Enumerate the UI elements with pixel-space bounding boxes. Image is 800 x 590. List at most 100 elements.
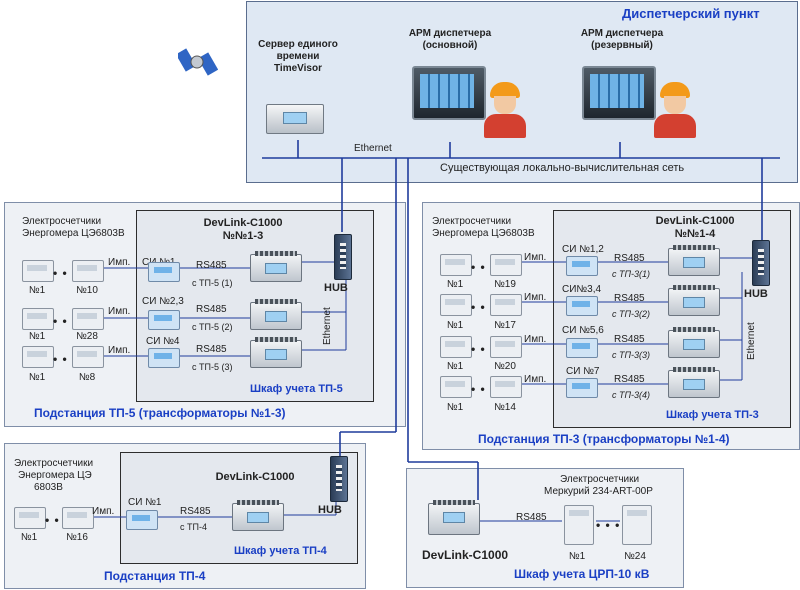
impulse-label: Имп. [108, 257, 131, 268]
si-label: СИ №1,2 [562, 244, 604, 255]
server-label-3: TimeVisor [274, 63, 322, 74]
si-label: СИ №4 [146, 336, 180, 347]
tp5-cabinet-label: Шкаф учета ТП-5 [250, 383, 343, 395]
meter-first: №1 [568, 551, 586, 562]
meter-first: №1 [446, 361, 464, 372]
meter-icon [490, 254, 522, 276]
ellipsis: • • • [53, 352, 78, 366]
line-source-label: с ТП-5 (1) [192, 278, 233, 288]
lan-label: Существующая локально-вычислительная сет… [440, 162, 685, 174]
tp3-ethernet-label: Ethernet [746, 322, 757, 360]
meter-first: №1 [28, 372, 46, 383]
tp4-cabinet-label: Шкаф учета ТП-4 [234, 545, 327, 557]
tp3-meters-title-2: Энергомера ЦЭ6803В [432, 228, 535, 239]
devlink-icon [668, 367, 720, 398]
devlink-icon [668, 285, 720, 316]
line-source-label: с ТП-3(1) [612, 269, 651, 279]
meter-last: №24 [624, 551, 646, 562]
impulse-label: Имп. [108, 345, 131, 356]
tp4-meters-title-1: Электросчетчики [14, 458, 94, 469]
devlink-icon [250, 251, 302, 282]
meter-icon [564, 505, 594, 545]
impulse-counter-icon [566, 378, 598, 398]
impulse-counter-icon [126, 510, 158, 530]
tp3-title: Подстанция ТП-3 (трансформаторы №1-4) [478, 432, 730, 446]
meter-first: №1 [28, 285, 46, 296]
arm-reserve-label-1: АРМ диспетчера [580, 28, 664, 39]
ellipsis: • • • [53, 266, 78, 280]
rs485-label: RS485 [196, 304, 227, 315]
line-source-label: с ТП-3(4) [612, 390, 651, 400]
arm-main-label-1: АРМ диспетчера [408, 28, 492, 39]
impulse-counter-icon [566, 338, 598, 358]
impulse-counter-icon [148, 310, 180, 330]
tp5-device-label-1: DevLink-C1000 [203, 217, 283, 229]
devlink-icon [668, 327, 720, 358]
meter-last: №20 [494, 361, 516, 372]
ellipsis: • • • [471, 300, 496, 314]
crp-meters-title-2: Меркурий 234-ART-00P [544, 486, 653, 497]
tp4-device-label: DevLink-C1000 [215, 471, 295, 483]
meter-icon [490, 336, 522, 358]
ellipsis: • • • [471, 382, 496, 396]
meter-icon [14, 507, 46, 529]
meter-last: №8 [78, 372, 96, 383]
meter-icon [490, 294, 522, 316]
rs485-label: RS485 [614, 253, 645, 264]
meter-first: №1 [20, 532, 38, 543]
tp5-title: Подстанция ТП-5 (трансформаторы №1-3) [34, 406, 286, 420]
meter-last: №17 [494, 320, 516, 331]
tp4-meters-title-3: 6803В [34, 482, 63, 493]
server-icon [266, 104, 324, 134]
devlink-icon [232, 500, 284, 531]
satellite-icon [175, 42, 219, 82]
rs485-label: RS485 [614, 334, 645, 345]
impulse-label: Имп. [108, 306, 131, 317]
dispatch-title: Диспетчерский пункт [622, 6, 760, 21]
meter-last: №28 [76, 331, 98, 342]
tp4-title: Подстанция ТП-4 [104, 569, 206, 583]
hub-icon [330, 456, 348, 502]
rs485-label: RS485 [614, 293, 645, 304]
meter-icon [72, 260, 104, 282]
meter-icon [22, 260, 54, 282]
tp3-hub-label: HUB [744, 288, 768, 300]
meter-icon [72, 346, 104, 368]
ellipsis: • • • [53, 314, 78, 328]
monitor-icon [412, 66, 486, 120]
operator-icon [482, 82, 528, 138]
meter-icon [22, 308, 54, 330]
meter-icon [440, 254, 472, 276]
tp5-hub-label: HUB [324, 282, 348, 294]
crp-meters-title-1: Электросчетчики [560, 474, 640, 485]
meter-last: №10 [76, 285, 98, 296]
meter-icon [22, 346, 54, 368]
line-source-label: с ТП-5 (3) [192, 362, 233, 372]
tp4-hub-label: HUB [318, 504, 342, 516]
tp5-meters-title-1: Электросчетчики [22, 216, 102, 227]
dispatch-panel [246, 1, 798, 183]
impulse-label: Имп. [524, 292, 547, 303]
meter-icon [72, 308, 104, 330]
si-label: СИ №7 [566, 366, 600, 377]
impulse-counter-icon [148, 262, 180, 282]
hub-icon [752, 240, 770, 286]
meter-icon [440, 294, 472, 316]
devlink-icon [250, 337, 302, 368]
ellipsis: • • • [596, 518, 621, 532]
server-label-2: времени [276, 51, 320, 62]
meter-icon [440, 376, 472, 398]
tp5-ethernet-label: Ethernet [322, 307, 333, 345]
rs485-label: RS485 [180, 506, 211, 517]
si-label: СИ№3,4 [562, 284, 602, 295]
meter-first: №1 [446, 402, 464, 413]
meter-icon [440, 336, 472, 358]
arm-reserve-label-2: (резервный) [591, 40, 653, 51]
meter-icon [490, 376, 522, 398]
tp5-device-label-2: №№1-3 [222, 230, 264, 242]
devlink-icon [250, 299, 302, 330]
ethernet-label: Ethernet [354, 143, 392, 154]
tp3-device-label-2: №№1-4 [674, 228, 716, 240]
line-source-label: с ТП-3(3) [612, 350, 651, 360]
